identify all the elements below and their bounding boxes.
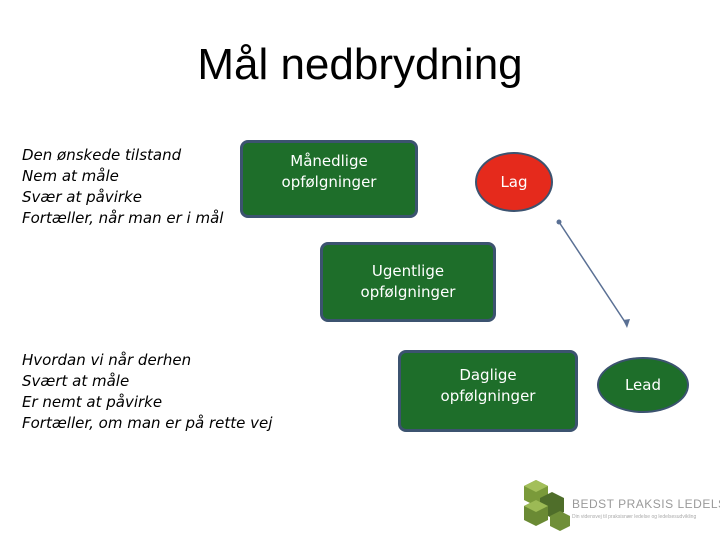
lead-indicator: Lead — [597, 357, 689, 413]
lag-indicator: Lag — [475, 152, 553, 212]
top-note-line: Den ønskede tilstand — [22, 146, 182, 164]
weekly-followup-label: Ugentlige opfølgninger — [360, 262, 456, 301]
top-note-line: Fortæller, når man er i mål — [22, 209, 224, 227]
monthly-followup-label: Månedlige opfølgninger — [281, 152, 377, 191]
lead-label: Lead — [624, 376, 662, 394]
company-logo-icon — [524, 480, 570, 531]
slide-title: Mål nedbrydning — [197, 40, 523, 89]
bottom-note-line: Svært at måle — [22, 372, 130, 390]
top-description: Den ønskede tilstand Nem at måle Svær at… — [22, 145, 223, 229]
bottom-note-line: Er nemt at påvirke — [22, 393, 163, 411]
bottom-note-line: Fortæller, om man er på rette vej — [22, 414, 273, 432]
top-note-line: Svær at påvirke — [22, 188, 142, 206]
bottom-description: Hvordan vi når derhen Svært at måle Er n… — [22, 350, 272, 434]
weekly-followup-box: Ugentlige opfølgninger — [320, 242, 496, 322]
monthly-followup-box: Månedlige opfølgninger — [240, 140, 418, 218]
bottom-note-line: Hvordan vi når derhen — [22, 351, 192, 369]
daily-followup-label: Daglige opfølgninger — [440, 366, 536, 405]
logo-tagline: Din vidensvej til praksisnær ledelse og … — [572, 514, 697, 520]
lag-label: Lag — [500, 173, 528, 191]
top-note-line: Nem at måle — [22, 167, 119, 185]
logo-name: BEDST PRAKSIS LEDELSE — [572, 497, 720, 511]
daily-followup-box: Daglige opfølgninger — [398, 350, 578, 432]
